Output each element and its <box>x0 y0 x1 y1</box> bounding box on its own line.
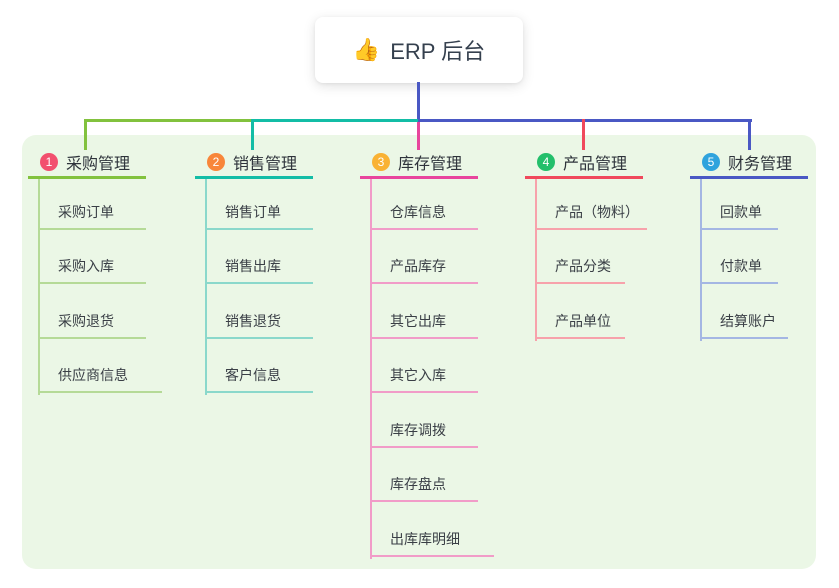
branch-rail-product <box>535 179 537 341</box>
leaf-node-payment-order[interactable]: 付款单 <box>700 254 778 284</box>
root-label: ERP 后台 <box>390 39 486 64</box>
leaf-node-sales-outbound[interactable]: 销售出库 <box>205 254 313 284</box>
connector-drop-5 <box>748 119 751 150</box>
branch-label: 销售管理 <box>233 156 298 173</box>
leaf-node-product-unit[interactable]: 产品单位 <box>535 309 625 339</box>
branch-number-badge: 4 <box>537 153 555 171</box>
branch-rail-sales <box>205 179 207 395</box>
branch-label: 库存管理 <box>398 156 463 173</box>
branch-label: 产品管理 <box>563 156 628 173</box>
connector-drop-2 <box>251 119 254 150</box>
thumbs-up-icon: 👍 <box>352 37 381 62</box>
branch-number-badge: 3 <box>372 153 390 171</box>
leaf-node-sales-order[interactable]: 销售订单 <box>205 200 313 230</box>
connector-bus-segment-1 <box>85 119 254 122</box>
connector-drop-1 <box>84 119 87 150</box>
branch-number-badge: 2 <box>207 153 225 171</box>
leaf-node-settlement-account[interactable]: 结算账户 <box>700 309 788 339</box>
leaf-node-receipt-order[interactable]: 回款单 <box>700 200 778 230</box>
branch-node-product[interactable]: 4 产品管理 <box>525 148 643 179</box>
leaf-node-inout-detail[interactable]: 出库库明细 <box>370 527 494 557</box>
leaf-node-purchase-return[interactable]: 采购退货 <box>38 309 146 339</box>
connector-root-stem <box>417 82 420 120</box>
branch-rail-finance <box>700 179 702 341</box>
root-node[interactable]: 👍 ERP 后台 <box>315 17 523 83</box>
branch-node-finance[interactable]: 5 财务管理 <box>690 148 808 179</box>
background-panel <box>22 135 816 569</box>
leaf-node-purchase-inbound[interactable]: 采购入库 <box>38 254 146 284</box>
branch-rail-purchase <box>38 179 40 395</box>
leaf-node-stock-check[interactable]: 库存盘点 <box>370 472 478 502</box>
leaf-node-warehouse-info[interactable]: 仓库信息 <box>370 200 478 230</box>
branch-number-badge: 1 <box>40 153 58 171</box>
leaf-node-other-inbound[interactable]: 其它入库 <box>370 363 478 393</box>
leaf-node-product-category[interactable]: 产品分类 <box>535 254 625 284</box>
leaf-node-supplier-info[interactable]: 供应商信息 <box>38 363 162 393</box>
connector-drop-4 <box>582 119 585 150</box>
branch-node-purchase[interactable]: 1 采购管理 <box>28 148 146 179</box>
connector-drop-3 <box>417 122 420 150</box>
branch-node-sales[interactable]: 2 销售管理 <box>195 148 313 179</box>
leaf-node-other-outbound[interactable]: 其它出库 <box>370 309 478 339</box>
branch-node-inventory[interactable]: 3 库存管理 <box>360 148 478 179</box>
leaf-node-product-material[interactable]: 产品（物料） <box>535 200 647 230</box>
connector-bus-segment-2 <box>252 119 420 122</box>
leaf-node-product-stock[interactable]: 产品库存 <box>370 254 478 284</box>
connector-bus-segment-3 <box>418 119 752 122</box>
branch-rail-inventory <box>370 179 372 559</box>
leaf-node-customer-info[interactable]: 客户信息 <box>205 363 313 393</box>
branch-number-badge: 5 <box>702 153 720 171</box>
branch-label: 采购管理 <box>66 156 131 173</box>
branch-label: 财务管理 <box>728 156 793 173</box>
leaf-node-purchase-order[interactable]: 采购订单 <box>38 200 146 230</box>
leaf-node-sales-return[interactable]: 销售退货 <box>205 309 313 339</box>
leaf-node-stock-transfer[interactable]: 库存调拨 <box>370 418 478 448</box>
